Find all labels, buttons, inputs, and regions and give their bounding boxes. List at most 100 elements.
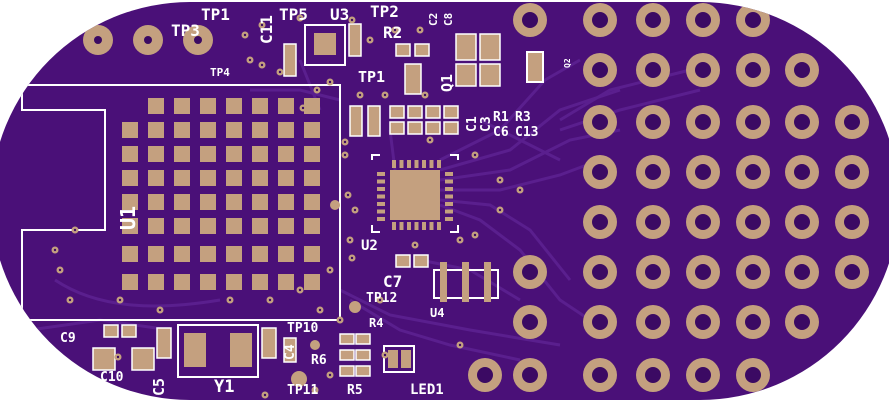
smd-pad [355, 365, 371, 377]
via [366, 36, 374, 44]
u1-pad [304, 98, 320, 114]
via [456, 236, 464, 244]
u1-pad [252, 170, 268, 186]
smd-pad [414, 43, 430, 57]
via [326, 371, 334, 379]
label-c1: C1 [465, 116, 480, 132]
via [276, 68, 284, 76]
smd-pad [455, 63, 477, 87]
via [411, 241, 419, 249]
silkscreen-labels: TP1 C11 TP5 U3 TP2 C2 C8 R2 TP3 TP4 TP1 … [60, 2, 572, 398]
through-hole-pad [513, 255, 547, 289]
label-tp2: TP2 [370, 2, 399, 21]
u1-pad-grid [122, 98, 320, 290]
through-hole-pad [835, 255, 869, 289]
smd-pad [407, 121, 423, 135]
via [376, 296, 384, 304]
vias [18, 14, 524, 399]
through-hole-pad [736, 105, 770, 139]
through-hole-pad [736, 53, 770, 87]
label-r5: R5 [347, 383, 363, 398]
via [66, 296, 74, 304]
u1-pad [278, 246, 294, 262]
via [226, 296, 234, 304]
label-tp1-mid: TP1 [358, 68, 385, 86]
smd-pad [355, 333, 371, 345]
through-hole-pad [468, 358, 502, 392]
smd-pad [339, 349, 355, 361]
via [471, 151, 479, 159]
u1-pad [200, 170, 216, 186]
u1-pad [148, 146, 164, 162]
u1-pad [122, 274, 138, 290]
through-hole-grid [468, 3, 869, 392]
via [258, 61, 266, 69]
label-tp12: TP12 [366, 291, 397, 306]
smd-pad [261, 327, 277, 359]
q2-component [526, 51, 544, 83]
via [351, 206, 359, 214]
through-hole-pad [736, 358, 770, 392]
through-hole-pad [583, 155, 617, 189]
through-hole-pad [636, 205, 670, 239]
through-hole-pad [835, 155, 869, 189]
label-r3: R3 [515, 110, 531, 125]
through-hole-pad [686, 155, 720, 189]
through-hole-pad [736, 205, 770, 239]
via [391, 26, 399, 34]
u1-pad [226, 122, 242, 138]
label-r6: R6 [311, 353, 327, 368]
via [296, 14, 304, 22]
u1-pad [148, 274, 164, 290]
smd-pad [92, 347, 116, 371]
u1-pad [226, 274, 242, 290]
through-hole-pad [736, 155, 770, 189]
smd-pad [121, 324, 137, 338]
through-hole-pad [583, 305, 617, 339]
via [348, 16, 356, 24]
label-tp11: TP11 [287, 383, 318, 398]
u1-pad [278, 122, 294, 138]
through-hole-pad [686, 105, 720, 139]
y1-crystal [177, 324, 259, 378]
through-hole-pad [636, 358, 670, 392]
label-r4: R4 [369, 316, 383, 330]
label-tp1-top: TP1 [201, 5, 230, 24]
through-hole-pad [686, 3, 720, 37]
via [51, 246, 59, 254]
smd-pad [389, 105, 405, 119]
through-hole-pad [583, 358, 617, 392]
label-r2: R2 [383, 23, 402, 42]
label-tp10: TP10 [287, 321, 318, 336]
through-hole-pad [686, 305, 720, 339]
via [156, 306, 164, 314]
through-hole-pad [686, 358, 720, 392]
through-hole-pad [785, 105, 819, 139]
label-c10: C10 [100, 370, 124, 385]
via [496, 176, 504, 184]
smd-pad [479, 63, 501, 87]
label-q2: Q2 [563, 58, 572, 68]
label-c11: C11 [257, 15, 276, 44]
via [261, 391, 269, 399]
u1-pad [304, 218, 320, 234]
label-tp4: TP4 [210, 66, 230, 79]
through-hole-pad [835, 205, 869, 239]
smd-pad [156, 327, 172, 359]
u1-pad [174, 194, 190, 210]
u1-pad [252, 246, 268, 262]
through-hole-pad [785, 205, 819, 239]
through-hole-pad [736, 255, 770, 289]
u1-pad [226, 98, 242, 114]
u1-pad [252, 218, 268, 234]
smd-pad [404, 63, 422, 95]
u1-pad [122, 146, 138, 162]
u1-pad [200, 146, 216, 162]
via [344, 191, 352, 199]
label-u1: U1 [116, 206, 140, 230]
label-c3: C3 [479, 116, 494, 132]
via [296, 286, 304, 294]
u1-pad [278, 146, 294, 162]
u1-pad [278, 218, 294, 234]
